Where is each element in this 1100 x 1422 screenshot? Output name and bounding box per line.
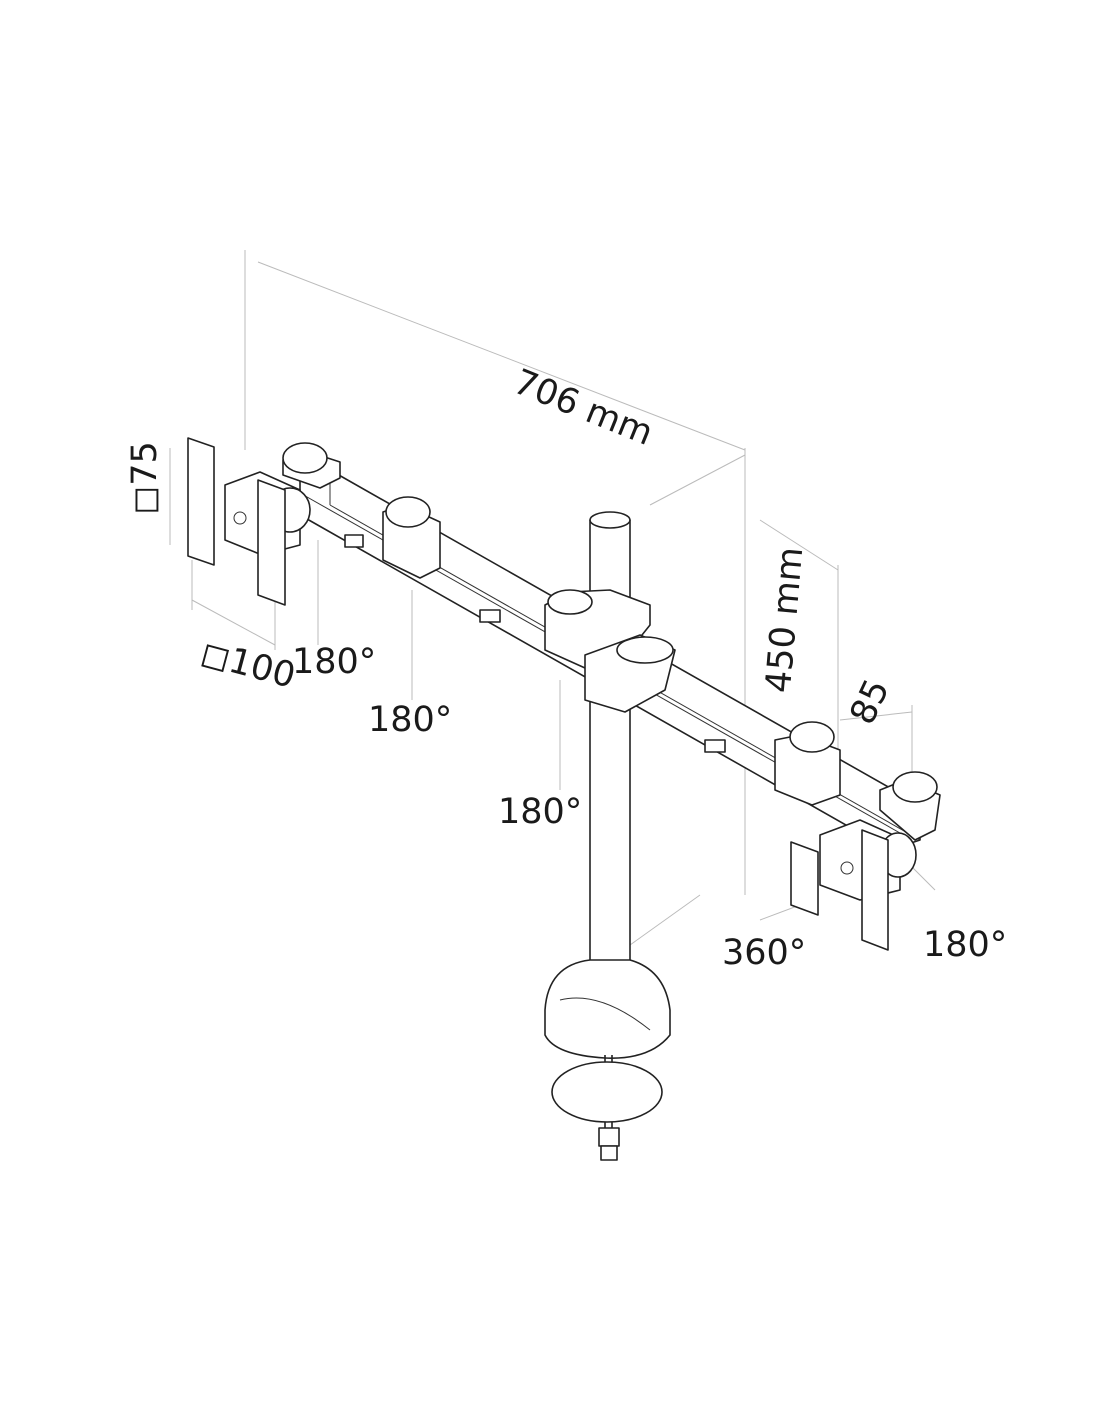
desk-clamp-base bbox=[544, 959, 671, 1161]
dimension-lines bbox=[169, 250, 936, 946]
right-vesa-bracket bbox=[790, 819, 917, 951]
pole bbox=[544, 511, 676, 971]
left-vesa-bracket bbox=[187, 437, 311, 606]
right-swivel-rotation-label: 360° bbox=[722, 933, 807, 973]
center-arm-rotation-label: 180° bbox=[498, 792, 583, 832]
left-tilt-rotation-label: 180° bbox=[292, 642, 377, 682]
bar-clamps bbox=[282, 442, 941, 841]
right-tilt-rotation-label: 180° bbox=[923, 925, 1008, 965]
vesa-75-label: ◻75 bbox=[124, 441, 165, 515]
left-arm-rotation-label: 180° bbox=[368, 700, 453, 740]
